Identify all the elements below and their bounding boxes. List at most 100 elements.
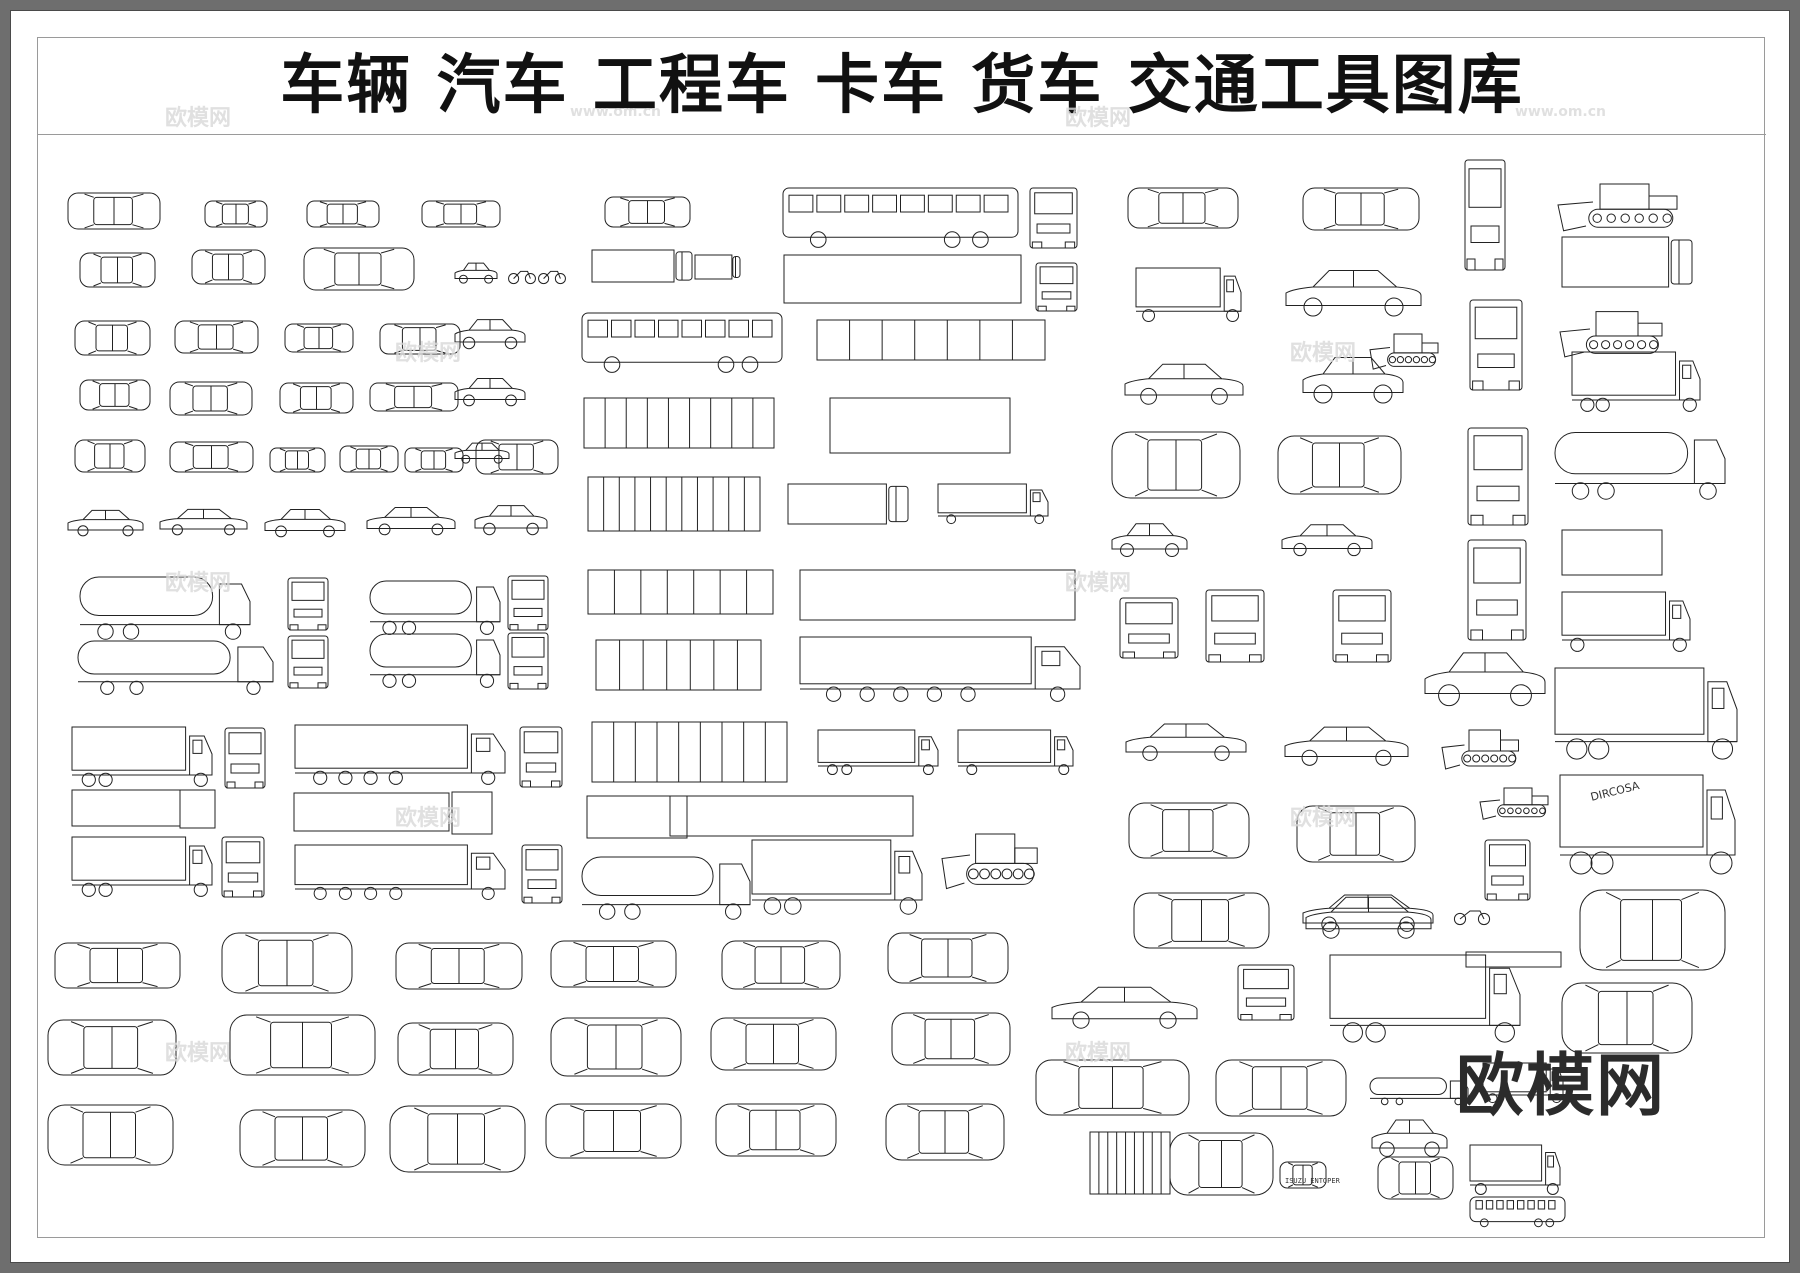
trailer-top-view xyxy=(1561,529,1663,576)
car-top-view xyxy=(710,1017,837,1071)
car-top-view xyxy=(1169,1132,1274,1196)
car-top-view xyxy=(550,1017,682,1077)
vehicle-front-view xyxy=(1484,839,1531,901)
trailer-top-view xyxy=(587,476,761,532)
truck-top-view xyxy=(1561,236,1693,288)
car-side-view xyxy=(1371,1119,1448,1157)
trailer-top-view xyxy=(595,639,762,691)
watermark: 欧模网 xyxy=(165,571,232,596)
truck-side-view xyxy=(71,726,213,787)
vehicle-front-view xyxy=(1332,589,1392,663)
truck-side-view xyxy=(1469,1144,1561,1195)
car-top-view xyxy=(1128,802,1250,859)
watermark: 欧模网 xyxy=(1065,571,1132,596)
car-top-view xyxy=(721,940,841,990)
car-top-view xyxy=(369,382,459,412)
truck-side-view xyxy=(937,483,1049,525)
watermark-url: www.om.cn xyxy=(1515,104,1607,120)
car-top-view xyxy=(1127,187,1239,229)
car-side-view xyxy=(1285,270,1422,317)
car-top-view xyxy=(389,1105,526,1173)
car-top-view xyxy=(169,441,254,473)
car-top-view xyxy=(421,200,501,228)
car-top-view xyxy=(891,1012,1011,1066)
bus-side-view xyxy=(782,187,1019,248)
tanker-side-view xyxy=(79,576,251,640)
bulldozer-side-view xyxy=(1479,787,1549,820)
car-top-view xyxy=(1133,892,1270,949)
watermark: 欧模网 xyxy=(395,341,462,366)
motorcycle-icon xyxy=(1453,910,1491,926)
watermark: 欧模网 xyxy=(1065,106,1132,131)
car-top-view xyxy=(545,1103,682,1159)
car-side-view xyxy=(1124,363,1244,405)
car-top-view xyxy=(1296,805,1416,863)
bulldozer-side-view xyxy=(1441,729,1519,770)
car-top-view xyxy=(229,1014,376,1076)
vehicle-front-view xyxy=(507,575,549,631)
car-top-view xyxy=(1561,982,1693,1054)
car-top-view xyxy=(885,1103,1005,1161)
truck-top-view xyxy=(787,483,909,525)
trailer-top-view xyxy=(799,569,1076,621)
tanker-side-view xyxy=(581,856,751,920)
trailer-top-view xyxy=(783,254,1022,304)
vehicle-front-view xyxy=(1467,539,1527,641)
vehicle-front-view xyxy=(1119,597,1179,659)
truck-side-view xyxy=(1482,1062,1564,1104)
car-top-view xyxy=(1111,431,1241,499)
watermark: 欧模网 xyxy=(395,806,462,831)
bus-side-view xyxy=(1469,1196,1566,1228)
truck-side-view xyxy=(817,729,939,776)
vehicle-front-view xyxy=(287,635,329,689)
car-top-view xyxy=(169,381,253,416)
truck-side-view xyxy=(751,839,923,915)
tanker-side-view xyxy=(1554,432,1726,500)
watermark: 欧模网 xyxy=(165,106,232,131)
car-top-view xyxy=(74,320,151,356)
car-top-view xyxy=(1302,187,1420,231)
car-side-view xyxy=(454,378,526,407)
car-top-view xyxy=(715,1103,837,1157)
car-top-view xyxy=(379,323,461,355)
car-top-view xyxy=(269,447,326,473)
vehicle-front-view xyxy=(1237,964,1295,1021)
car-top-view xyxy=(47,1104,174,1166)
trailer-top-view xyxy=(591,721,788,783)
truck-side-view xyxy=(1329,954,1521,1043)
car-side-view xyxy=(1051,986,1198,1029)
tanker-side-view xyxy=(369,580,501,635)
car-top-view xyxy=(284,323,354,353)
vehicle-front-view xyxy=(521,844,563,904)
truck-top-view xyxy=(694,254,741,280)
car-top-view xyxy=(604,196,691,228)
truck-side-view xyxy=(799,636,1081,702)
tanker-side-view xyxy=(369,633,501,688)
car-top-view xyxy=(54,942,181,989)
motorcycle-icon xyxy=(508,270,536,285)
car-top-view xyxy=(79,252,156,288)
car-top-view xyxy=(1035,1059,1190,1116)
car-top-view xyxy=(397,1022,514,1076)
title-divider xyxy=(38,134,1766,135)
car-top-view xyxy=(1277,435,1402,495)
car-top-view xyxy=(404,447,464,473)
truck-top-view xyxy=(591,249,693,283)
trailer-top-view xyxy=(669,795,914,837)
tanker-side-view xyxy=(1369,1077,1469,1106)
vehicle-front-view xyxy=(1467,427,1529,526)
motorcycle-icon xyxy=(538,270,566,285)
vehicle-front-view xyxy=(1029,187,1078,249)
car-top-view xyxy=(191,249,266,285)
trailer-top-view xyxy=(829,397,1011,454)
trailer-top-view xyxy=(179,789,216,829)
page-title: 车辆 汽车 工程车 卡车 货车 交通工具图库 xyxy=(280,49,1524,123)
truck-side-view xyxy=(1559,774,1736,875)
car-top-view xyxy=(395,942,523,990)
watermark: 欧模网 xyxy=(1290,806,1357,831)
car-top-view xyxy=(47,1019,177,1076)
truck-side-view xyxy=(957,729,1074,776)
car-side-view xyxy=(1305,896,1432,939)
watermark: 欧模网 xyxy=(1065,1041,1132,1066)
